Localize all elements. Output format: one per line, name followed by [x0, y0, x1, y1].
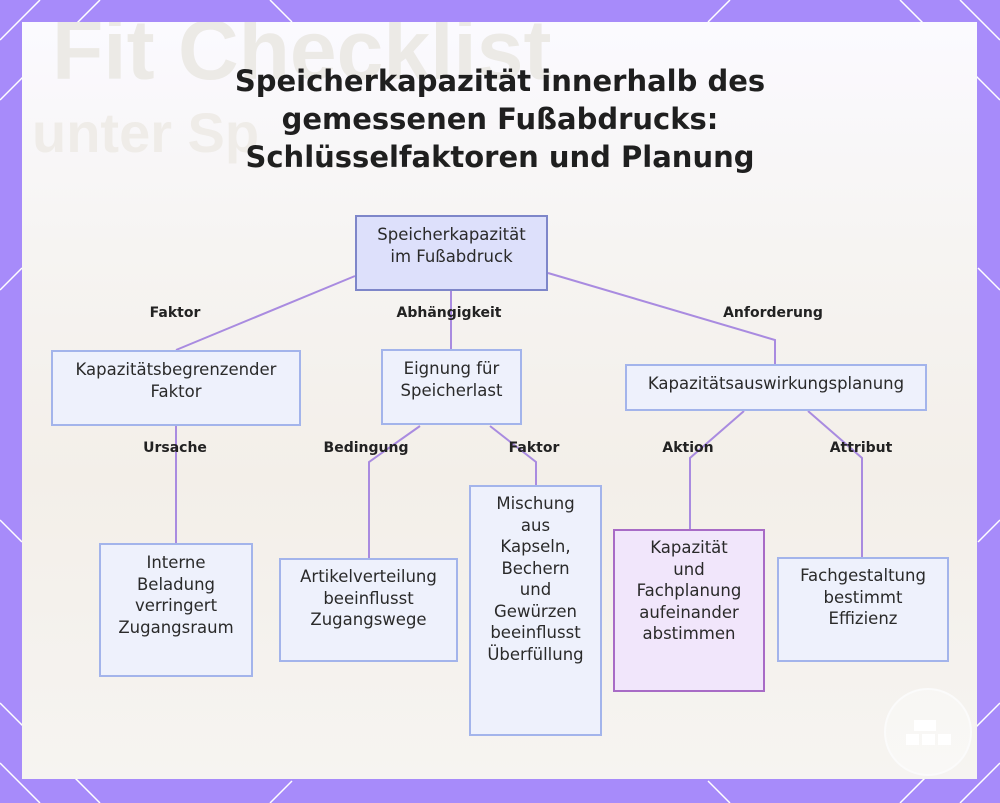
node-compartment-design-label: Fachgestaltung bestimmt Effizienz [800, 566, 926, 628]
edge-root-to-planning [547, 272, 776, 364]
diagram-title: Speicherkapazität innerhalb des gemessen… [234, 64, 766, 174]
background-ghost-heading: Fit Checklist [52, 22, 552, 97]
edge-label-faktor: Faktor [149, 305, 201, 321]
edge-root-to-limiting [175, 275, 356, 351]
edge-suitability-to-distribution [368, 425, 421, 558]
node-limiting-factor: Kapazitätsbegrenzender Faktor [51, 350, 301, 426]
edge-suitability-to-mix [489, 425, 537, 485]
edge-label-bedingung: Bedingung [323, 440, 409, 456]
node-compartment-design: Fachgestaltung bestimmt Effizienz [777, 557, 949, 662]
watermark-logo [884, 688, 972, 776]
node-internal-loading: Interne Beladung verringert Zugangsraum [99, 543, 253, 677]
node-align-planning-label: Kapazität und Fachplanung aufeinander ab… [636, 538, 742, 643]
node-impact-planning-label: Kapazitätsauswirkungsplanung [647, 374, 905, 393]
node-limiting-factor-label: Kapazitätsbegrenzender Faktor [75, 360, 277, 401]
edge-planning-to-design [807, 410, 863, 557]
node-root: Speicherkapazität im Fußabdruck [355, 215, 548, 291]
node-suitability: Eignung für Speicherlast [381, 349, 522, 425]
node-item-distribution: Artikelverteilung beeinflusst Zugangsweg… [279, 558, 458, 662]
edge-label-aktion: Aktion [662, 440, 714, 456]
node-root-label: Speicherkapazität im Fußabdruck [377, 225, 526, 266]
node-align-planning: Kapazität und Fachplanung aufeinander ab… [613, 529, 765, 692]
node-mix: Mischung aus Kapseln, Bechern und Gewürz… [469, 485, 602, 736]
edge-label-anforderung: Anforderung [723, 305, 823, 321]
edge-label-faktor-mix: Faktor [508, 440, 560, 456]
node-impact-planning: Kapazitätsauswirkungsplanung [625, 364, 927, 411]
edge-label-ursache: Ursache [143, 440, 207, 456]
node-item-distribution-label: Artikelverteilung beeinflusst Zugangsweg… [300, 567, 437, 629]
edge-planning-to-align [689, 410, 745, 529]
node-internal-loading-label: Interne Beladung verringert Zugangsraum [118, 553, 234, 637]
edge-label-attribut: Attribut [829, 440, 893, 456]
node-suitability-label: Eignung für Speicherlast [400, 359, 503, 400]
background-ghost-subheading: unter Sp [32, 101, 260, 164]
node-mix-label: Mischung aus Kapseln, Bechern und Gewürz… [487, 494, 584, 664]
edge-label-abhaengigkeit: Abhängigkeit [396, 305, 502, 321]
